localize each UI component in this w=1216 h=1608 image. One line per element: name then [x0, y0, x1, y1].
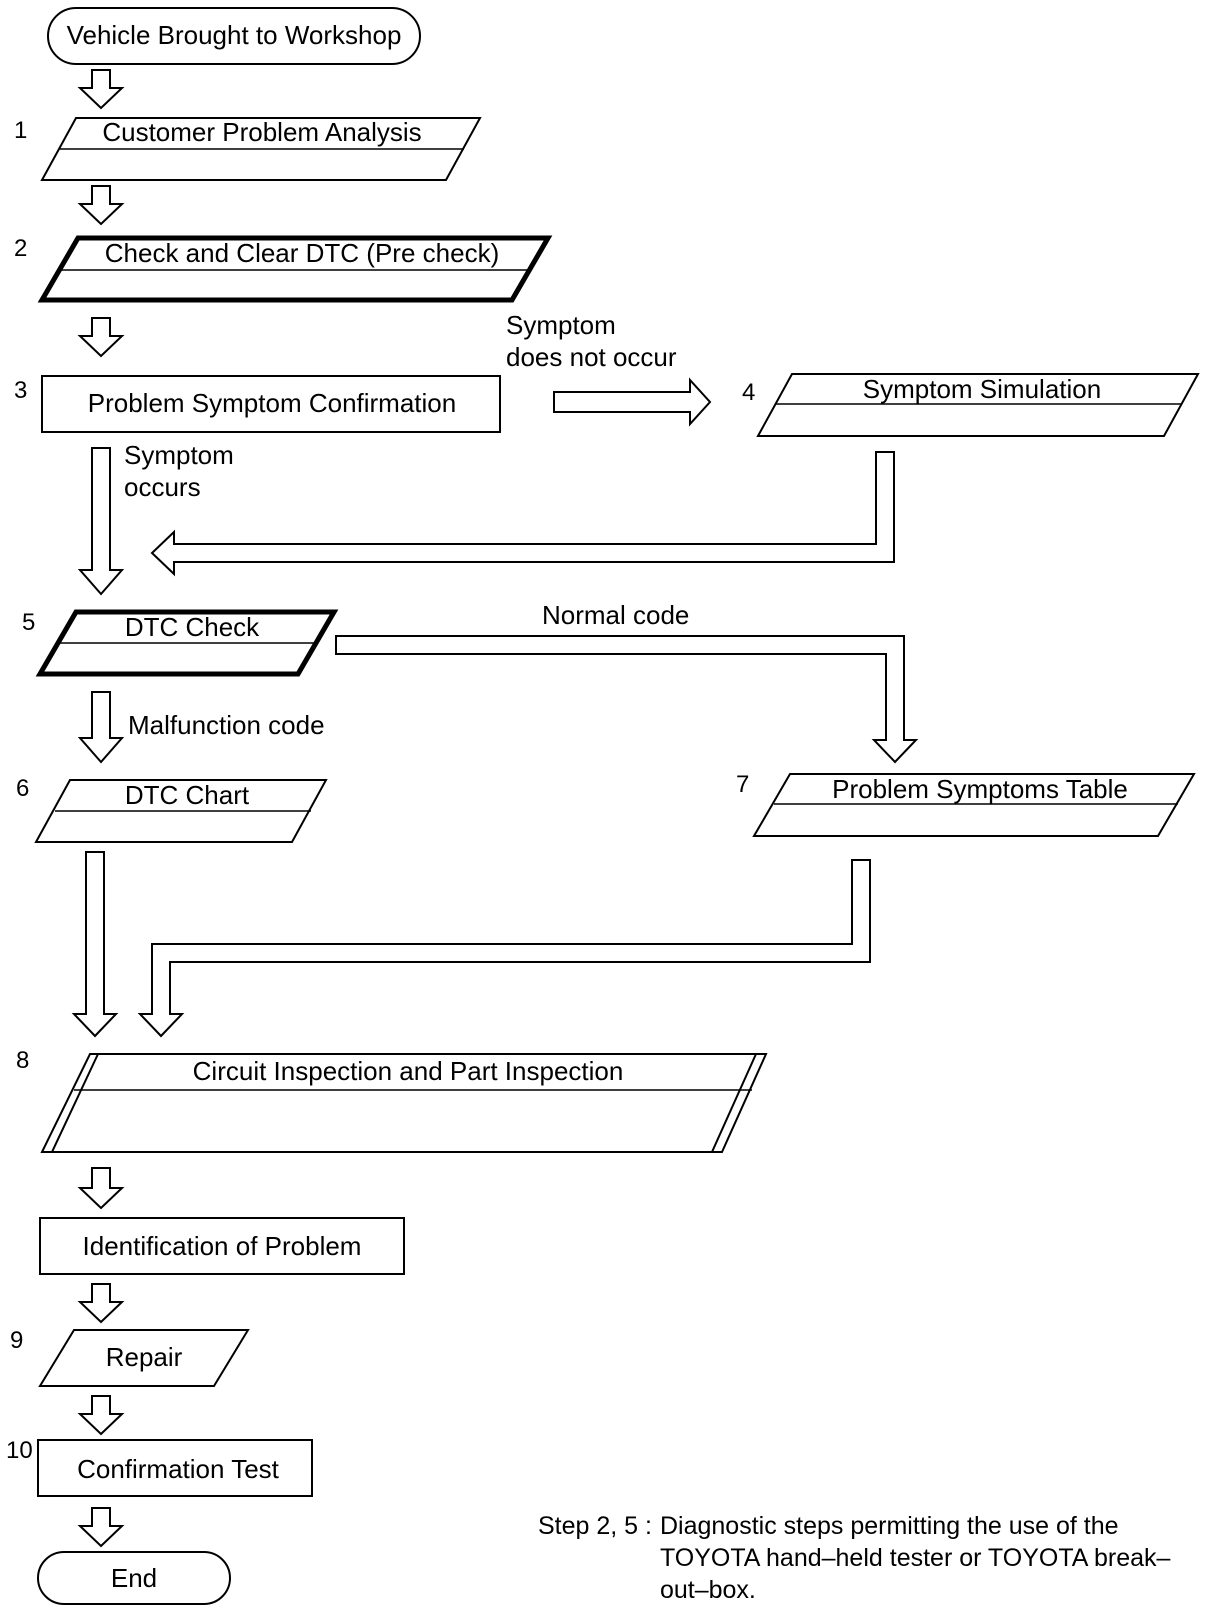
arrow-4-return [150, 451, 895, 577]
edge-label-symptom-occurs-1: Symptom [124, 440, 234, 470]
step-7-block: 7 Problem Symptoms Table [736, 771, 1196, 837]
step-10-label: Confirmation Test [77, 1454, 280, 1484]
step-9-block: 9 Repair [10, 1327, 250, 1387]
step-8-shape [40, 1053, 768, 1153]
end-label: End [111, 1563, 157, 1593]
step-8-right-double [711, 1053, 757, 1153]
step-4-label: Symptom Simulation [863, 374, 1101, 404]
arrow-start-to-1 [77, 69, 125, 110]
step-5-block: 5 DTC Check [22, 609, 339, 677]
step-3-block: 3 Problem Symptom Confirmation [14, 375, 501, 433]
step-10-block: 10 Confirmation Test [6, 1437, 313, 1497]
arrow-7-to-8 [137, 859, 871, 1038]
step-10-number: 10 [6, 1437, 33, 1464]
footnote-text: Diagnostic steps permitting the use of t… [659, 1512, 1171, 1604]
step-5-number: 5 [22, 609, 35, 636]
edge-label-symptom-not-occur-2: does not occur [506, 342, 677, 372]
identification-block: Identification of Problem [39, 1217, 405, 1275]
arrow-9-to-10 [77, 1395, 125, 1436]
step-2-shape [37, 235, 553, 303]
arrow-ident-to-9 [77, 1283, 125, 1324]
step-3-label: Problem Symptom Confirmation [88, 388, 456, 418]
step-1-label: Customer Problem Analysis [102, 117, 421, 147]
step-8-left-double [51, 1053, 99, 1153]
step-1-number: 1 [14, 117, 27, 144]
identification-label: Identification of Problem [83, 1231, 362, 1261]
edge-label-symptom-not-occur-1: Symptom [506, 310, 616, 340]
step-7-label: Problem Symptoms Table [832, 774, 1128, 804]
step-9-number: 9 [10, 1327, 23, 1354]
step-10-shape [37, 1439, 313, 1497]
arrow-1-to-2 [77, 185, 125, 226]
arrow-8-to-ident [77, 1167, 125, 1210]
step-7-shape [752, 773, 1196, 837]
arrow-10-to-end [77, 1507, 125, 1548]
step-3-number: 3 [14, 377, 27, 404]
arrow-3-to-5 [77, 447, 125, 596]
step-6-number: 6 [16, 775, 29, 802]
step-4-shape [756, 373, 1200, 437]
step-4-number: 4 [742, 379, 755, 406]
edge-label-malfunction-code: Malfunction code [128, 710, 325, 740]
step-7-number: 7 [736, 771, 749, 798]
edge-label-symptom-occurs-2: occurs [124, 472, 201, 502]
step-2-number: 2 [14, 235, 27, 262]
start-label: Vehicle Brought to Workshop [67, 20, 402, 50]
step-6-block: 6 DTC Chart [16, 775, 328, 843]
footnote: Step 2, 5 : Diagnostic steps permitting … [538, 1510, 1198, 1606]
step-2-label: Check and Clear DTC (Pre check) [105, 238, 499, 268]
start-terminator [47, 7, 421, 65]
arrow-5-to-7 [335, 635, 919, 764]
edge-label-normal-code: Normal code [542, 600, 689, 630]
step-9-shape [38, 1329, 250, 1387]
step-3-shape [41, 375, 501, 433]
step-4-block: 4 Symptom Simulation [742, 373, 1200, 437]
arrow-3-to-4 [553, 377, 712, 427]
step-8-label: Circuit Inspection and Part Inspection [193, 1056, 624, 1086]
step-8-block: 8 Circuit Inspection and Part Inspection [16, 1047, 768, 1153]
step-9-label: Repair [106, 1342, 183, 1372]
flow-arrows [71, 69, 919, 1548]
arrow-2-to-3 [77, 317, 125, 358]
arrow-6-to-8 [71, 851, 119, 1038]
step-5-label: DTC Check [125, 612, 260, 642]
step-1-block: 1 Customer Problem Analysis [14, 117, 482, 181]
footnote-key: Step 2, 5 : [538, 1512, 652, 1540]
step-2-block: 2 Check and Clear DTC (Pre check) [14, 235, 553, 303]
step-6-label: DTC Chart [125, 780, 250, 810]
end-terminator [37, 1551, 231, 1605]
step-8-number: 8 [16, 1047, 29, 1074]
arrow-5-to-6 [77, 691, 125, 764]
identification-shape [39, 1217, 405, 1275]
